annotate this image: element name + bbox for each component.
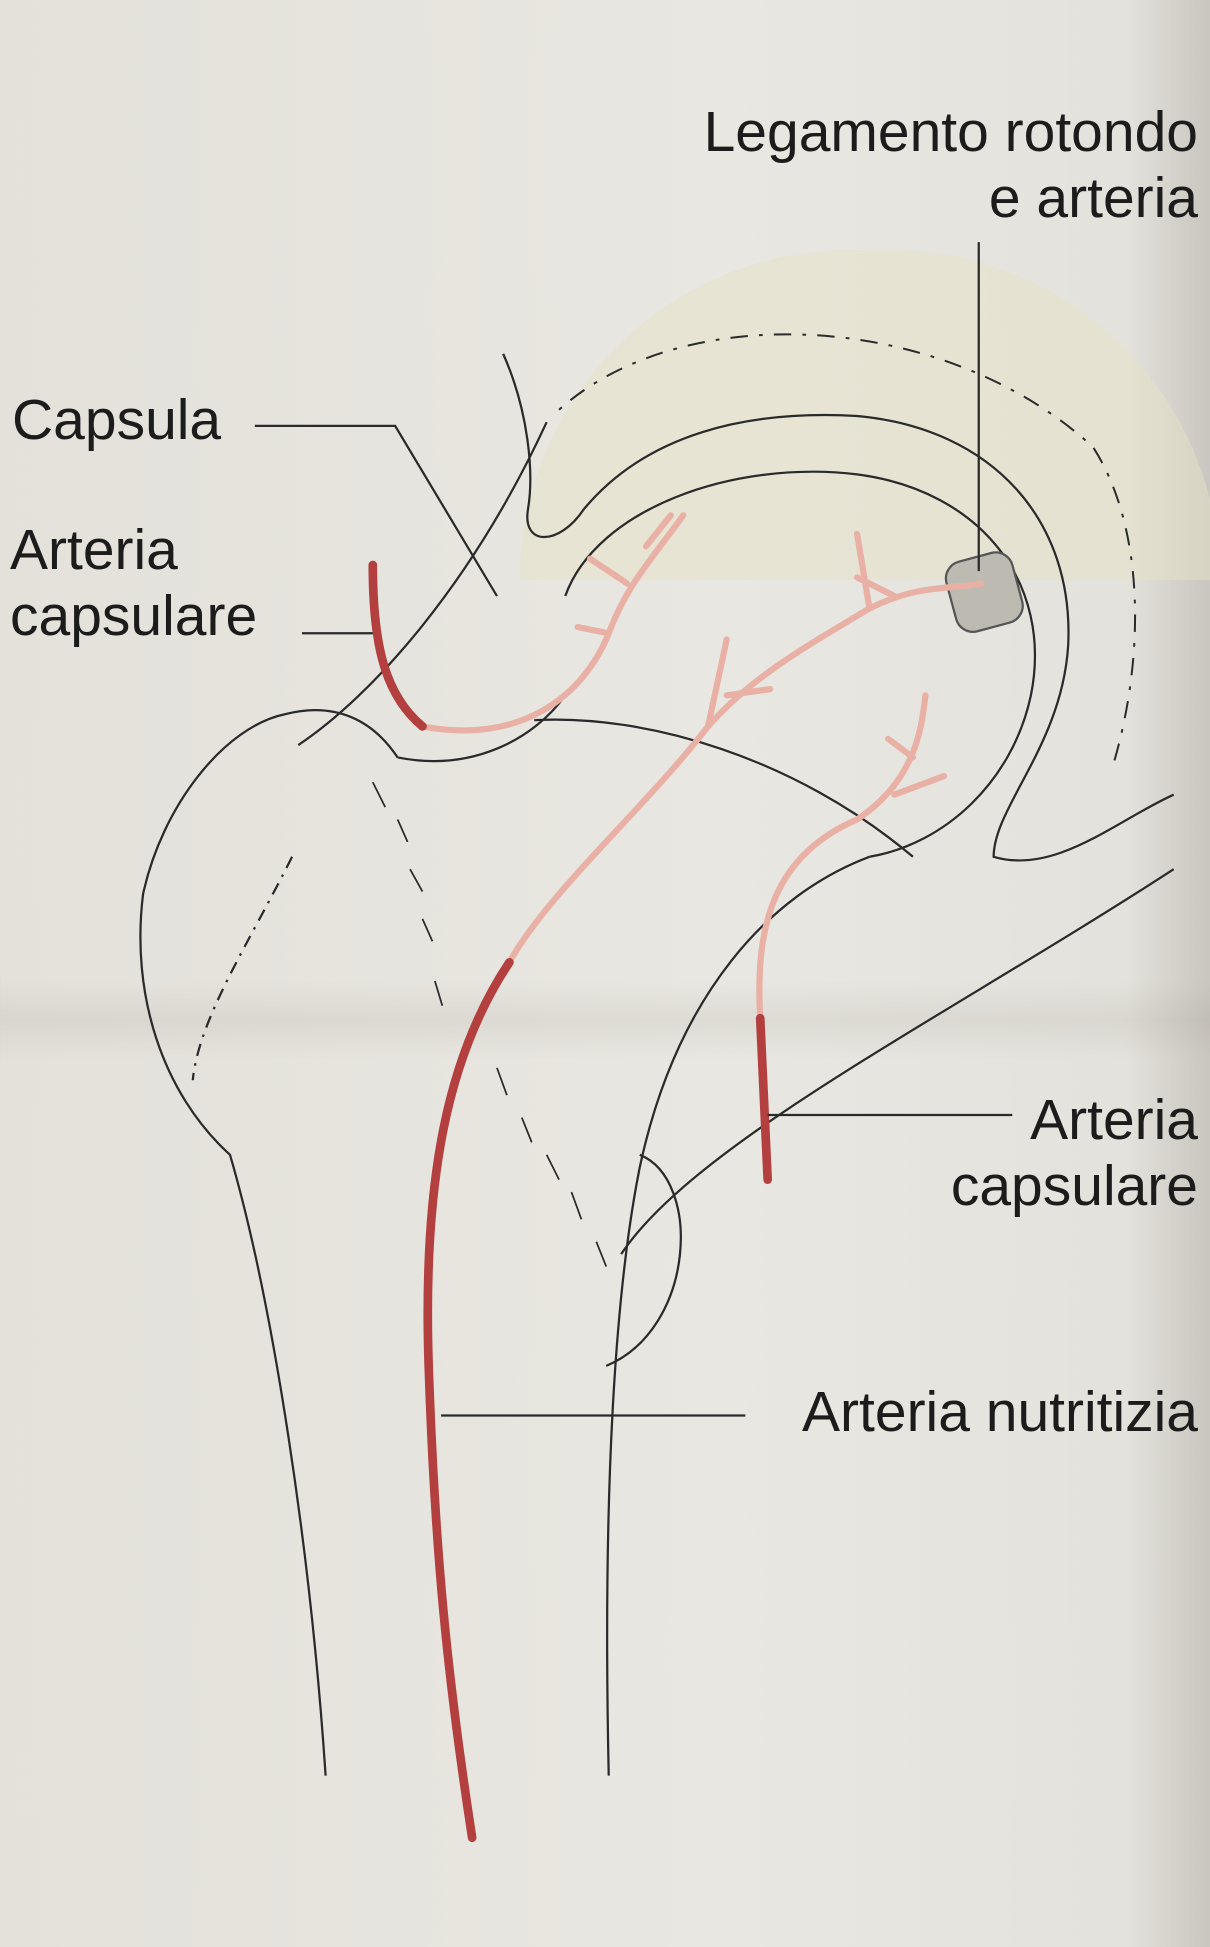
trochanter-dashes [191, 856, 294, 1081]
head-neck-line [534, 718, 914, 858]
capsule-label: Capsula [12, 388, 222, 452]
acetabulum-outline [502, 353, 1175, 862]
capsular-artery-left [368, 560, 427, 731]
lesser-trochanter [605, 1153, 682, 1367]
ligament-icon [944, 551, 1024, 633]
hatching [372, 781, 608, 1267]
capsular-artery-right-label: Arteria capsulare [951, 1088, 1198, 1219]
capsular-artery-left-line2: capsulare [10, 583, 258, 648]
ligament-label-line2: e arteria [988, 165, 1198, 230]
capsular-artery-right-line2: capsulare [950, 1153, 1198, 1218]
nutrient-artery-label: Arteria nutritizia [802, 1380, 1198, 1444]
leader-lines [254, 242, 1013, 1417]
page-shadow-band [0, 980, 1210, 1060]
capsule-line [297, 421, 548, 746]
capsular-artery-right-line1: Arteria [1030, 1088, 1198, 1152]
arteries [368, 560, 773, 1843]
femur-left-outline [139, 709, 399, 1776]
capsular-artery-right [755, 1013, 773, 1184]
femoral-head-outline [564, 470, 1036, 858]
capsular-artery-left-label: Arteria capsulare [10, 518, 257, 649]
femur-right-outline [606, 855, 870, 1776]
capsular-artery-left-line1: Arteria [10, 518, 178, 582]
nutrient-artery [423, 957, 514, 1843]
ligament-label-line1: Legamento rotondo [703, 100, 1198, 164]
femur-neck-upper [397, 694, 567, 763]
ligament-label: Legamento rotondo e arteria [704, 100, 1198, 231]
hatched-acetabulum-rim [558, 333, 1137, 771]
intertrochanteric-line [620, 868, 1175, 1255]
artery-branches [419, 512, 985, 1022]
